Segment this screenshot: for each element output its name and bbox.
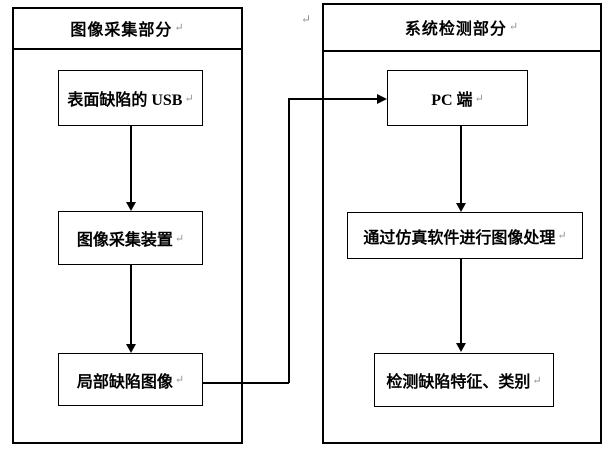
paragraph-mark-icon: ↵	[174, 22, 185, 34]
node-simulation-image-processing: 通过仿真软件进行图像处理↵	[347, 212, 583, 259]
right-panel-title: 系统检测部分↵	[322, 3, 602, 50]
node-defect-feature-category: 检测缺陷特征、类别↵	[374, 353, 554, 407]
node-image-acquisition-device: 图像采集装置↵	[58, 211, 203, 265]
left-panel-title-text: 图像采集部分	[70, 21, 173, 39]
node-label: 检测缺陷特征、类别	[386, 374, 531, 391]
node-local-defect-image: 局部缺陷图像↵	[58, 353, 203, 406]
node-label: 通过仿真软件进行图像处理	[363, 229, 556, 247]
connector-local-image-to-pc-segment	[288, 98, 377, 100]
paragraph-mark-icon: ↵	[557, 230, 567, 242]
arrow-usb-to-device	[130, 126, 132, 203]
right-panel-frame	[322, 3, 602, 444]
node-surface-defect-usb: 表面缺陷的 USB↵	[58, 70, 203, 126]
connector-local-image-to-pc-segment	[288, 99, 290, 383]
paragraph-mark-icon: ↵	[301, 12, 312, 26]
node-pc-terminal: PC 端↵	[387, 70, 528, 126]
paragraph-mark-icon: ↵	[174, 232, 185, 245]
left-panel-frame	[12, 7, 243, 444]
left-panel-header-divider	[12, 48, 243, 50]
arrowhead-down-icon	[126, 202, 136, 211]
connector-local-image-to-pc-segment	[203, 382, 289, 384]
arrowhead-down-icon	[126, 344, 136, 353]
node-label: 局部缺陷图像	[76, 373, 173, 391]
arrow-pc-to-processing	[460, 126, 462, 204]
node-label: 图像采集装置	[76, 232, 173, 249]
paragraph-mark-icon: ↵	[508, 21, 520, 33]
paragraph-mark-icon: ↵	[174, 374, 185, 386]
arrowhead-right-icon	[377, 94, 387, 104]
arrow-processing-to-detection	[460, 259, 462, 344]
arrow-device-to-local-image	[130, 265, 132, 345]
right-panel-title-text: 系统检测部分	[404, 20, 507, 38]
node-label: PC 端	[431, 92, 473, 109]
node-label: 表面缺陷的 USB	[67, 92, 183, 109]
left-panel-title: 图像采集部分↵	[12, 7, 243, 48]
paragraph-mark-icon: ↵	[532, 374, 542, 387]
right-panel-header-divider	[322, 50, 602, 52]
arrowhead-down-icon	[456, 343, 466, 352]
paragraph-mark-icon: ↵	[184, 92, 194, 105]
paragraph-mark-icon: ↵	[474, 92, 484, 105]
arrowhead-down-icon	[456, 203, 466, 212]
